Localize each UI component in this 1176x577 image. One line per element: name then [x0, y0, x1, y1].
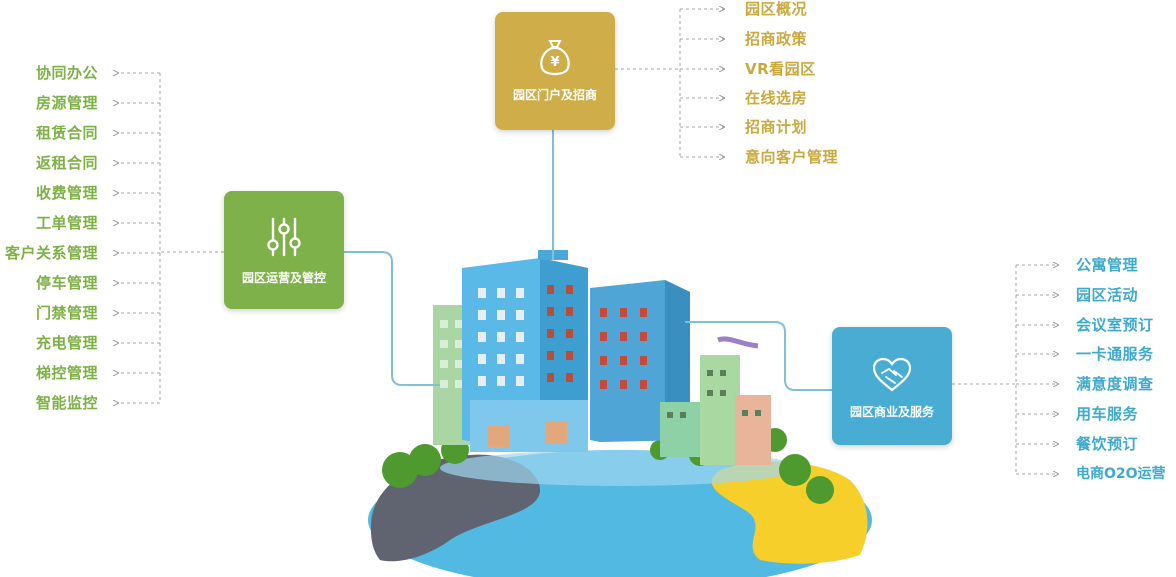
list-item[interactable]: 满意度调查: [1076, 375, 1154, 393]
list-item[interactable]: 园区活动: [1076, 286, 1139, 304]
list-item[interactable]: 园区概况: [745, 0, 808, 18]
list-item[interactable]: 充电管理: [35, 334, 98, 352]
list-item[interactable]: 在线选房: [745, 89, 808, 107]
list-item[interactable]: 梯控管理: [35, 364, 98, 382]
tower-windows: [478, 288, 524, 386]
svg-text:¥: ¥: [550, 55, 559, 70]
list-item[interactable]: 意向客户管理: [745, 148, 839, 166]
business-feature-list: 公寓管理 园区活动 会议室预订 一卡通服务 满意度调查 用车服务 餐饮预订 电商…: [1076, 0, 1176, 577]
city-globe-illustration: [368, 250, 872, 577]
list-item[interactable]: 一卡通服务: [1076, 345, 1154, 363]
solid-connectors: [344, 130, 832, 391]
money-bag-icon: ¥: [540, 40, 570, 76]
list-item[interactable]: 协同办公: [35, 64, 98, 82]
list-item[interactable]: 返租合同: [35, 154, 98, 172]
sliders-icon: [267, 217, 301, 257]
list-item[interactable]: VR看园区: [745, 60, 816, 78]
list-item[interactable]: 电商O2O运营: [1076, 466, 1166, 482]
portal-module-title: 园区门户及招商: [512, 88, 597, 102]
list-item[interactable]: 收费管理: [35, 184, 98, 202]
list-item[interactable]: 餐饮预订: [1076, 435, 1139, 453]
list-item[interactable]: 用车服务: [1076, 405, 1139, 423]
operations-module-title: 园区运营及管控: [241, 271, 326, 285]
right-branch-lines: [952, 265, 1058, 474]
list-item[interactable]: 房源管理: [35, 94, 98, 112]
top-branch-lines: [615, 9, 724, 157]
business-module-title: 园区商业及服务: [849, 405, 934, 419]
left-branch-lines: [118, 73, 224, 403]
portal-module-box[interactable]: ¥ 园区门户及招商: [495, 12, 615, 130]
list-item[interactable]: 会议室预订: [1076, 316, 1154, 334]
list-item[interactable]: 招商计划: [745, 118, 808, 136]
business-module-box[interactable]: 园区商业及服务: [832, 327, 952, 445]
list-item[interactable]: 客户关系管理: [4, 244, 98, 262]
list-item[interactable]: 公寓管理: [1076, 256, 1139, 274]
portal-feature-list: 园区概况 招商政策 VR看园区 在线选房 招商计划 意向客户管理: [745, 0, 925, 180]
list-item[interactable]: 门禁管理: [35, 304, 98, 322]
handshake-heart-icon: [872, 357, 912, 392]
list-item[interactable]: 工单管理: [35, 214, 98, 232]
list-item[interactable]: 停车管理: [35, 274, 98, 292]
list-item[interactable]: 租赁合同: [35, 124, 98, 142]
operations-feature-list: 协同办公 房源管理 租赁合同 返租合同 收费管理 工单管理 客户关系管理 停车管…: [0, 0, 98, 577]
list-item[interactable]: 招商政策: [745, 30, 808, 48]
operations-module-box[interactable]: 园区运营及管控: [224, 191, 344, 309]
list-item[interactable]: 智能监控: [35, 394, 98, 412]
